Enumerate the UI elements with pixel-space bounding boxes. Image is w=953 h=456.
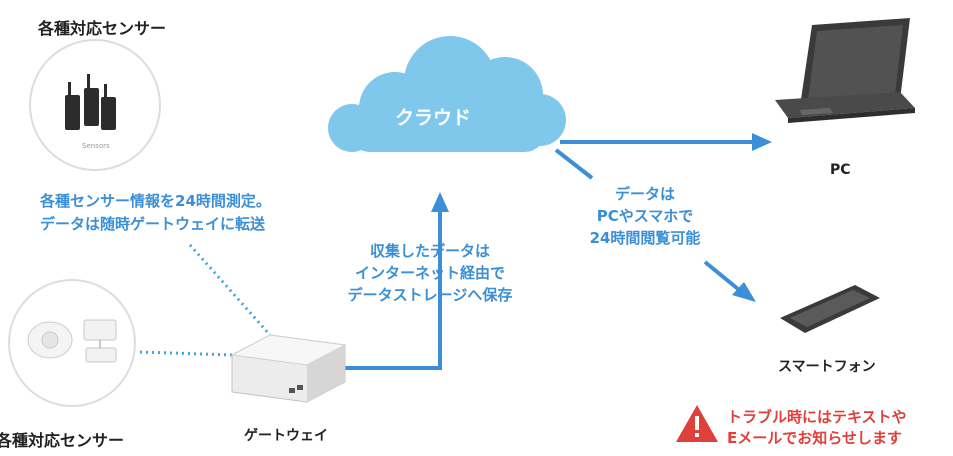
phone-arrow-line-a xyxy=(554,148,594,180)
view-note-line-1: データは xyxy=(614,185,675,203)
cloud-icon xyxy=(328,36,566,152)
phone-arrow-line-b xyxy=(703,260,740,291)
phone-arrow-head xyxy=(732,282,756,302)
view-note: データは PCやスマホで 24時間閲覧可能 xyxy=(575,183,715,249)
smartphone-icon xyxy=(780,285,880,333)
sensor-bottom-connector xyxy=(139,350,233,357)
alert-line-1: トラブル時にはテキストや xyxy=(727,408,907,426)
gateway-label: ゲートウェイ xyxy=(244,428,328,444)
upload-note-line-3: データストレージへ保存 xyxy=(347,286,513,304)
upload-note: 収集したデータは インターネット経由で データストレージへ保存 xyxy=(340,240,520,306)
sensor-note-line-1: 各種センサー情報を24時間測定。 xyxy=(40,192,271,210)
sensor-card-caption: Sensors xyxy=(82,142,110,150)
sensor-top-title: 各種対応センサー xyxy=(38,19,167,38)
cloud-label: クラウド xyxy=(395,107,472,129)
sensor-note-line-2: データは随時ゲートウェイに転送 xyxy=(40,215,266,233)
laptop-icon xyxy=(775,18,915,123)
sensor-top-image xyxy=(29,39,161,171)
alert-message: トラブル時にはテキストや Eメールでお知らせします xyxy=(727,407,907,449)
upload-note-line-1: 収集したデータは xyxy=(369,242,490,260)
alert-line-2: Eメールでお知らせします xyxy=(727,429,902,447)
phone-label: スマートフォン xyxy=(778,359,876,375)
view-note-line-3: 24時間閲覧可能 xyxy=(589,229,701,247)
pc-arrow-head xyxy=(752,133,772,151)
gateway-uplink-line xyxy=(345,210,442,370)
pc-label: PC xyxy=(830,162,851,178)
sensor-bottom-image xyxy=(8,279,136,407)
sensor-note: 各種センサー情報を24時間測定。 データは随時ゲートウェイに転送 xyxy=(40,190,271,236)
view-note-line-2: PCやスマホで xyxy=(596,207,694,225)
sensor-top-connector xyxy=(188,244,272,336)
sensor-bottom-title: 各種対応センサー xyxy=(0,431,125,450)
gateway-device-icon xyxy=(230,334,347,403)
warning-triangle-icon xyxy=(676,405,718,442)
upload-note-line-2: インターネット経由で xyxy=(354,264,505,282)
uplink-arrow-head xyxy=(431,192,449,212)
